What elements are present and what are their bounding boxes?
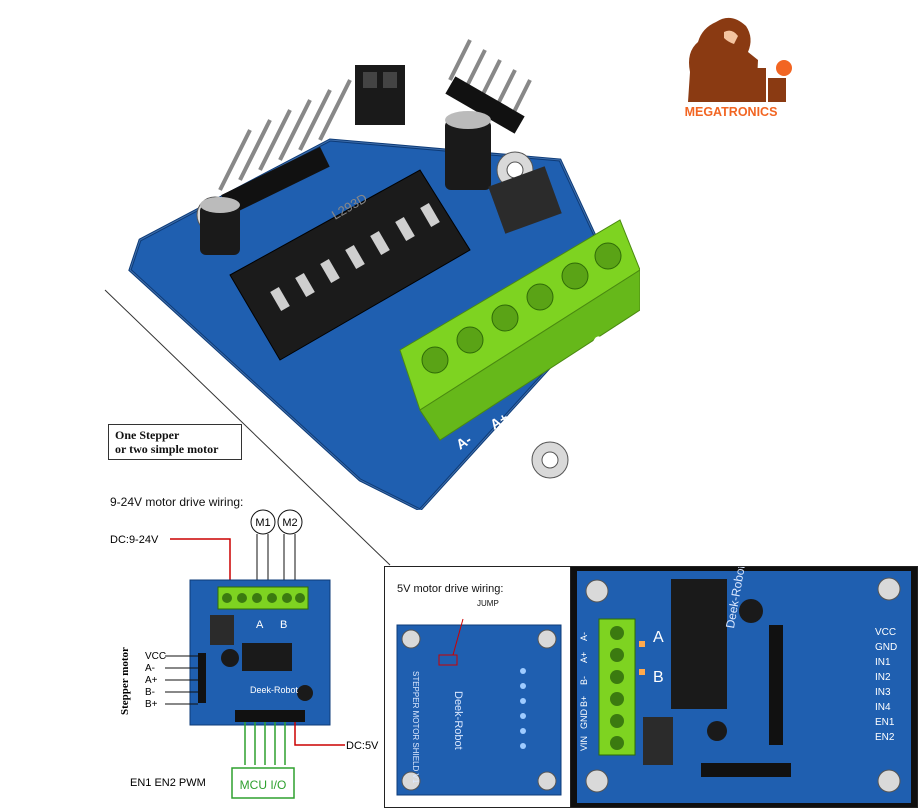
pinout-left-labels: A- A+ B- B+ GND VIN <box>579 619 597 751</box>
mcu-io-box <box>231 767 295 799</box>
motor-1-icon <box>250 509 276 535</box>
dc-5v-label: DC:5V <box>346 740 379 752</box>
screw-terminal-block <box>399 219 640 441</box>
dc-9-24v-label: DC:9-24V <box>110 534 159 546</box>
pinout-silk-a: A <box>653 629 664 646</box>
callout-box: One Stepper or two simple motor <box>108 424 242 460</box>
pinout-panel: A B Deek-Robot A- A+ B- B+ GND VIN VCC G… <box>570 566 918 808</box>
left-label-vin: VIN <box>579 735 589 751</box>
motor-1-label: M1 <box>255 517 270 529</box>
wiring-5v-panel: 5V motor drive wiring: JUMP Deek-Robot S… <box>384 566 572 808</box>
callout-line-1: One Stepper <box>115 428 180 442</box>
voltage-regulator <box>488 166 562 234</box>
right-label-en1: EN1 <box>875 717 895 728</box>
right-label-vcc: VCC <box>875 627 897 638</box>
stepper-pin-b-minus: B- <box>145 687 155 698</box>
motor-2-icon <box>277 509 303 535</box>
logo-brand-text: MEGATRONICS <box>685 105 778 119</box>
wiring-9-24v-title: 9-24V motor drive wiring: <box>110 495 244 509</box>
mini-silk-a: A <box>256 619 264 631</box>
capacitor-icon <box>200 111 491 255</box>
right-label-in2: IN2 <box>875 672 891 683</box>
stepper-pin-a-minus: A- <box>145 663 155 674</box>
pinout-silk-b: B <box>653 669 664 686</box>
wiring-9-24v-diagram: M1 M2 DC:9-24V Deek-Robot A B VCC A- A+ … <box>110 509 379 799</box>
stepper-pin-a-plus: A+ <box>145 675 158 686</box>
left-label-a-minus: A- <box>579 632 589 641</box>
callout-line-2: or two simple motor <box>115 442 219 456</box>
right-label-in3: IN3 <box>875 687 891 698</box>
mini-silk-brand: Deek-Robot <box>250 685 299 695</box>
mini-silk-b: B <box>280 619 287 631</box>
main-board-illustration: L293D A- A+ B- B+ GND VIN <box>128 39 640 510</box>
gorilla-logo-icon: MEGATRONICS <box>685 17 792 119</box>
left-label-a-plus: A+ <box>579 651 589 663</box>
mini-chip <box>242 643 292 671</box>
left-label-b-minus: B- <box>579 676 589 685</box>
wiring-5v-title: 5V motor drive wiring: <box>397 583 504 595</box>
stepper-pin-vcc: VCC <box>145 651 166 662</box>
board-back-side-text: STEPPER MOTOR SHIELD V1 <box>411 671 420 784</box>
board-back-brand: Deek-Robot <box>452 691 464 750</box>
jump-label: JUMP <box>477 599 499 608</box>
right-label-gnd: GND <box>875 642 898 653</box>
right-label-in1: IN1 <box>875 657 891 668</box>
pinout-right-labels: VCC GND IN1 IN2 IN3 IN4 EN1 EN2 <box>875 625 897 745</box>
board-back-illustration: Deek-Robot STEPPER MOTOR SHIELD V1 <box>396 618 562 796</box>
left-label-gnd: GND <box>579 709 589 729</box>
stepper-pin-b-plus: B+ <box>145 699 158 710</box>
left-label-b-plus: B+ <box>579 695 589 707</box>
megatronics-logo: MEGATRONICS <box>676 12 806 132</box>
right-label-en2: EN2 <box>875 732 895 743</box>
right-label-in4: IN4 <box>875 702 891 713</box>
pinout-board-illustration <box>577 571 911 803</box>
pinout-chip <box>671 579 727 709</box>
mcu-io-label: MCU I/O <box>240 778 287 792</box>
motor-2-label: M2 <box>282 517 297 529</box>
en-pwm-label: EN1 EN2 PWM <box>130 777 206 789</box>
stepper-motor-side-label: Stepper motor <box>119 647 131 715</box>
